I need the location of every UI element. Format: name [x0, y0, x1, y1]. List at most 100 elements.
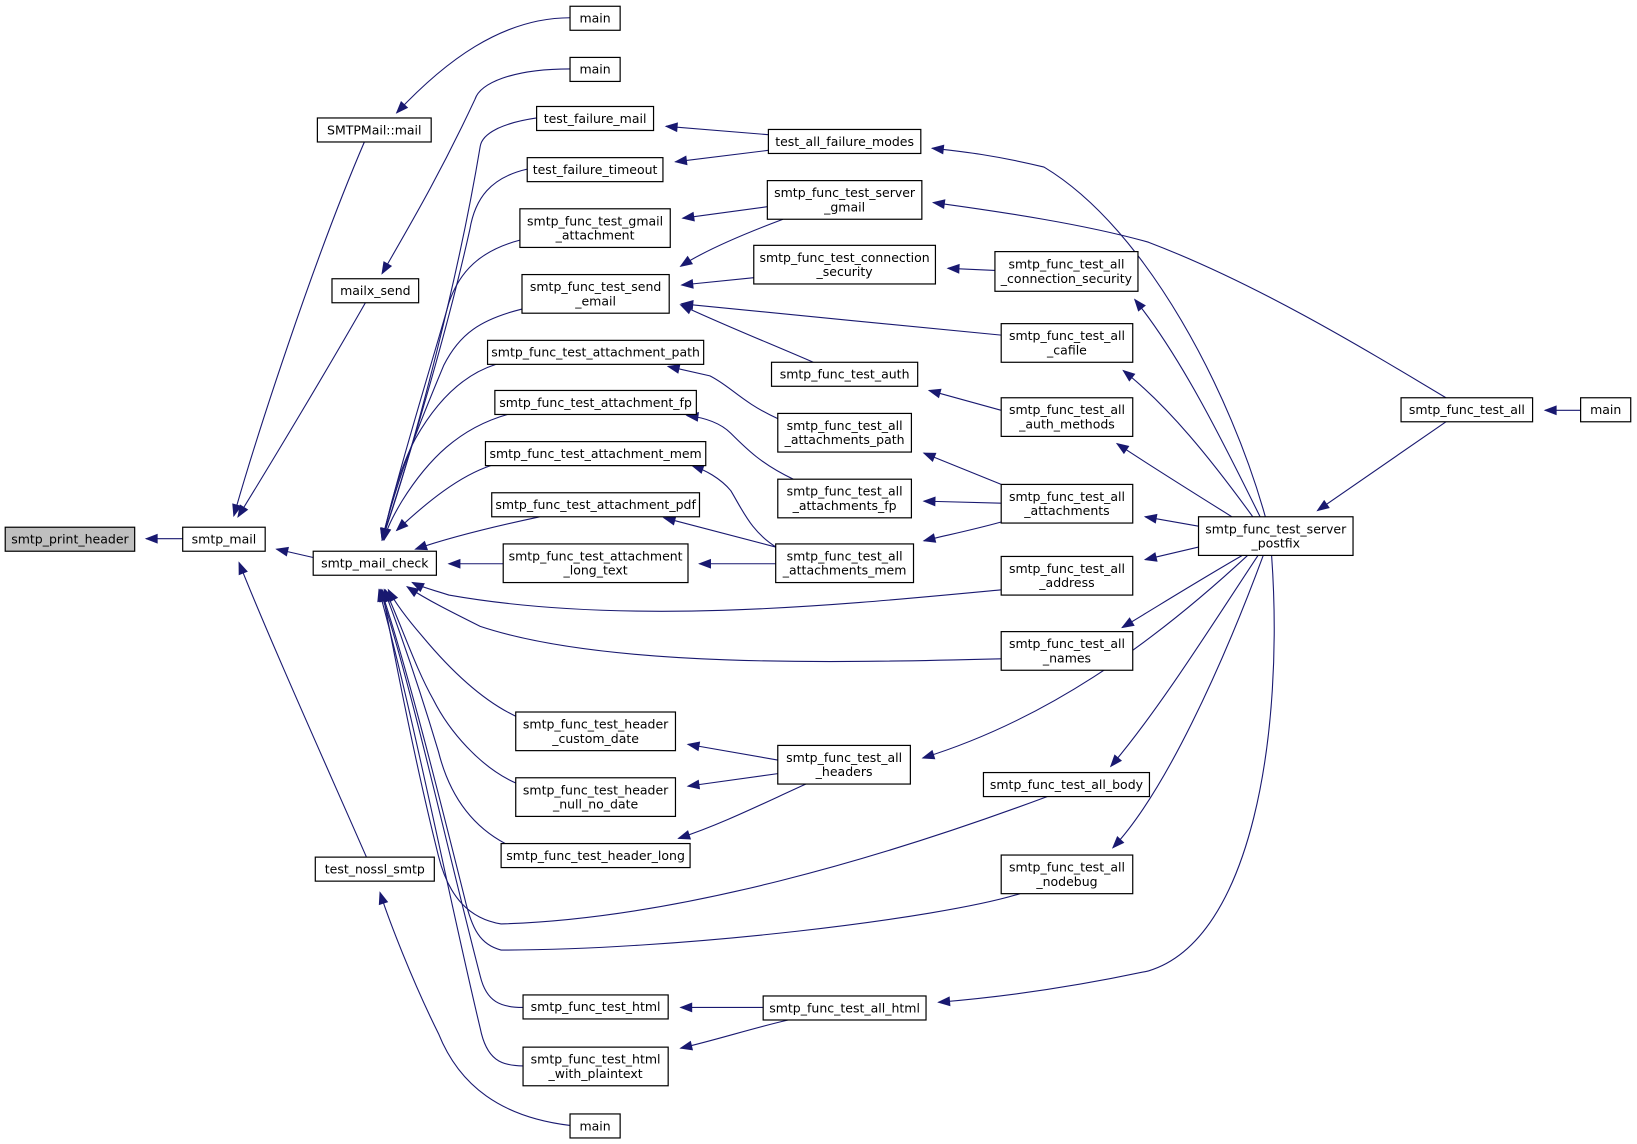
arrowhead-icon: [238, 561, 248, 576]
node-box[interactable]: [766, 180, 923, 220]
node-box[interactable]: [536, 105, 655, 132]
node-smtp-func-test-all-connection-security[interactable]: smtp_func_test_all_connection_security: [994, 251, 1139, 292]
node-box[interactable]: [491, 492, 701, 518]
node-label: _auth_methods: [1018, 417, 1115, 432]
node-box[interactable]: [526, 157, 664, 183]
node-box[interactable]: [1000, 854, 1134, 895]
node-box[interactable]: [182, 526, 266, 552]
node-smtp-func-test-all-body[interactable]: smtp_func_test_all_body: [982, 771, 1151, 798]
node-smtp-func-test-all-nodebug[interactable]: smtp_func_test_all_nodebug: [1000, 854, 1134, 895]
node-smtp-func-test-connection-security[interactable]: smtp_func_test_connection_security: [753, 244, 937, 285]
node-main4[interactable]: main: [1580, 397, 1632, 423]
arrowhead-icon: [931, 199, 946, 209]
node-box[interactable]: [502, 543, 689, 584]
node-main3[interactable]: main: [569, 1113, 621, 1139]
node-smtp-func-test-header-null-no-date[interactable]: smtp_func_test_header_null_no_date: [515, 777, 677, 818]
node-smtp-mail[interactable]: smtp_mail: [182, 526, 266, 552]
node-box[interactable]: [994, 251, 1139, 292]
node-smtp-func-test-all-names[interactable]: smtp_func_test_all_names: [1000, 631, 1134, 671]
node-test-failure-mail[interactable]: test_failure_mail: [536, 105, 655, 132]
node-box[interactable]: [1000, 483, 1134, 524]
node-smtp-func-test-all-attachments[interactable]: smtp_func_test_all_attachments: [1000, 483, 1134, 524]
node-label: smtp_func_test_header: [523, 782, 669, 797]
node-smtp-func-test-auth[interactable]: smtp_func_test_auth: [770, 361, 919, 387]
node-box[interactable]: [312, 550, 437, 576]
node-main2[interactable]: main: [569, 56, 621, 83]
node-smtp-func-test-attachment-fp[interactable]: smtp_func_test_attachment_fp: [494, 389, 697, 416]
node-box[interactable]: [316, 117, 432, 143]
node-smtp-func-test-send-email[interactable]: smtp_func_test_send_email: [521, 273, 670, 314]
arrowhead-icon: [414, 540, 428, 551]
call-edge-smtp_func_test_all_attachments-to-smtp_func_test_all_attachments_mem: [923, 521, 1002, 542]
node-box[interactable]: [1000, 397, 1134, 437]
node-smtp-func-test-all-cafile[interactable]: smtp_func_test_all_cafile: [1000, 323, 1134, 363]
node-smtp-func-test-attachment-pdf[interactable]: smtp_func_test_attachment_pdf: [491, 492, 701, 518]
node-box[interactable]: [982, 771, 1151, 798]
node-box[interactable]: [521, 273, 670, 314]
node-box[interactable]: [775, 543, 915, 584]
node-test-failure-timeout[interactable]: test_failure_timeout: [526, 157, 664, 183]
node-box[interactable]: [1197, 516, 1354, 557]
node-box[interactable]: [314, 856, 435, 882]
node-box[interactable]: [1580, 397, 1632, 423]
node-box[interactable]: [500, 842, 691, 869]
node-smtp-func-test-attachment-mem[interactable]: smtp_func_test_attachment_mem: [484, 441, 707, 467]
node-box[interactable]: [486, 339, 705, 365]
node-box[interactable]: [484, 441, 707, 467]
node-box[interactable]: [753, 244, 937, 285]
node-test-nossl-smtp[interactable]: test_nossl_smtp: [314, 856, 435, 882]
node-box[interactable]: [1000, 555, 1134, 596]
node-box[interactable]: [515, 711, 677, 752]
node-smtp-func-test-html[interactable]: smtp_func_test_html: [522, 994, 669, 1020]
node-box[interactable]: [522, 994, 669, 1020]
node-smtp-func-test-header-long[interactable]: smtp_func_test_header_long: [500, 842, 691, 869]
node-smtp-func-test-all-address[interactable]: smtp_func_test_all_address: [1000, 555, 1134, 596]
node-label: _headers: [815, 764, 873, 779]
node-box[interactable]: [770, 361, 919, 387]
node-smtp-func-test-all-html[interactable]: smtp_func_test_all_html: [762, 995, 927, 1021]
node-mailx-send[interactable]: mailx_send: [331, 278, 420, 304]
node-box[interactable]: [767, 128, 922, 155]
node-smtp-func-test-server-gmail[interactable]: smtp_func_test_server_gmail: [766, 180, 923, 220]
node-box[interactable]: [569, 56, 621, 83]
node-box[interactable]: [762, 995, 927, 1021]
node-smtp-func-test-server-postfix[interactable]: smtp_func_test_server_postfix: [1197, 516, 1354, 557]
node-box[interactable]: [777, 412, 913, 453]
call-edge-smtp_func_test_all_nodebug-to-smtp_mail_check: [380, 589, 1021, 951]
arrowhead-icon: [381, 527, 392, 542]
node-box[interactable]: [777, 744, 911, 785]
arrowhead-icon: [930, 144, 945, 155]
arrowhead-icon: [698, 558, 711, 569]
node-smtp-func-test-gmail-attachment[interactable]: smtp_func_test_gmail_attachment: [519, 208, 671, 249]
node-test-all-failure-modes[interactable]: test_all_failure_modes: [767, 128, 922, 155]
node-smtp-mail-check[interactable]: smtp_mail_check: [312, 550, 437, 576]
node-smtp-func-test-header-custom-date[interactable]: smtp_func_test_header_custom_date: [515, 711, 677, 752]
node-box[interactable]: [331, 278, 420, 304]
node-box[interactable]: [522, 1046, 669, 1087]
node-box[interactable]: [494, 389, 697, 416]
node-label: _long_text: [563, 563, 628, 578]
node-box[interactable]: [777, 478, 913, 519]
node-box[interactable]: [569, 5, 621, 31]
node-box[interactable]: [1000, 631, 1134, 671]
node-smtp-func-test-attachment-long-text[interactable]: smtp_func_test_attachment_long_text: [502, 543, 689, 584]
node-smtp-func-test-all-attachments-path[interactable]: smtp_func_test_all_attachments_path: [777, 412, 913, 453]
node-smtp-func-test-html-with-plaintext[interactable]: smtp_func_test_html_with_plaintext: [522, 1046, 669, 1087]
node-box[interactable]: [519, 208, 671, 249]
node-smtp-func-test-all-attachments-fp[interactable]: smtp_func_test_all_attachments_fp: [777, 478, 913, 519]
node-smtp-print-header[interactable]: smtp_print_header: [4, 526, 136, 552]
node-box[interactable]: [1400, 397, 1534, 423]
node-main1[interactable]: main: [569, 5, 621, 31]
arrowhead-icon: [690, 464, 705, 474]
node-smtpmail-mail[interactable]: SMTPMail::mail: [316, 117, 432, 143]
node-smtp-func-test-attachment-path[interactable]: smtp_func_test_attachment_path: [486, 339, 705, 365]
node-box[interactable]: [4, 526, 136, 552]
node-smtp-func-test-all-headers[interactable]: smtp_func_test_all_headers: [777, 744, 911, 785]
node-smtp-func-test-all[interactable]: smtp_func_test_all: [1400, 397, 1534, 423]
node-box[interactable]: [569, 1113, 621, 1139]
node-box[interactable]: [1000, 323, 1134, 363]
node-smtp-func-test-all-attachments-mem[interactable]: smtp_func_test_all_attachments_mem: [775, 543, 915, 584]
node-smtp-func-test-all-auth-methods[interactable]: smtp_func_test_all_auth_methods: [1000, 397, 1134, 437]
node-box[interactable]: [515, 777, 677, 818]
